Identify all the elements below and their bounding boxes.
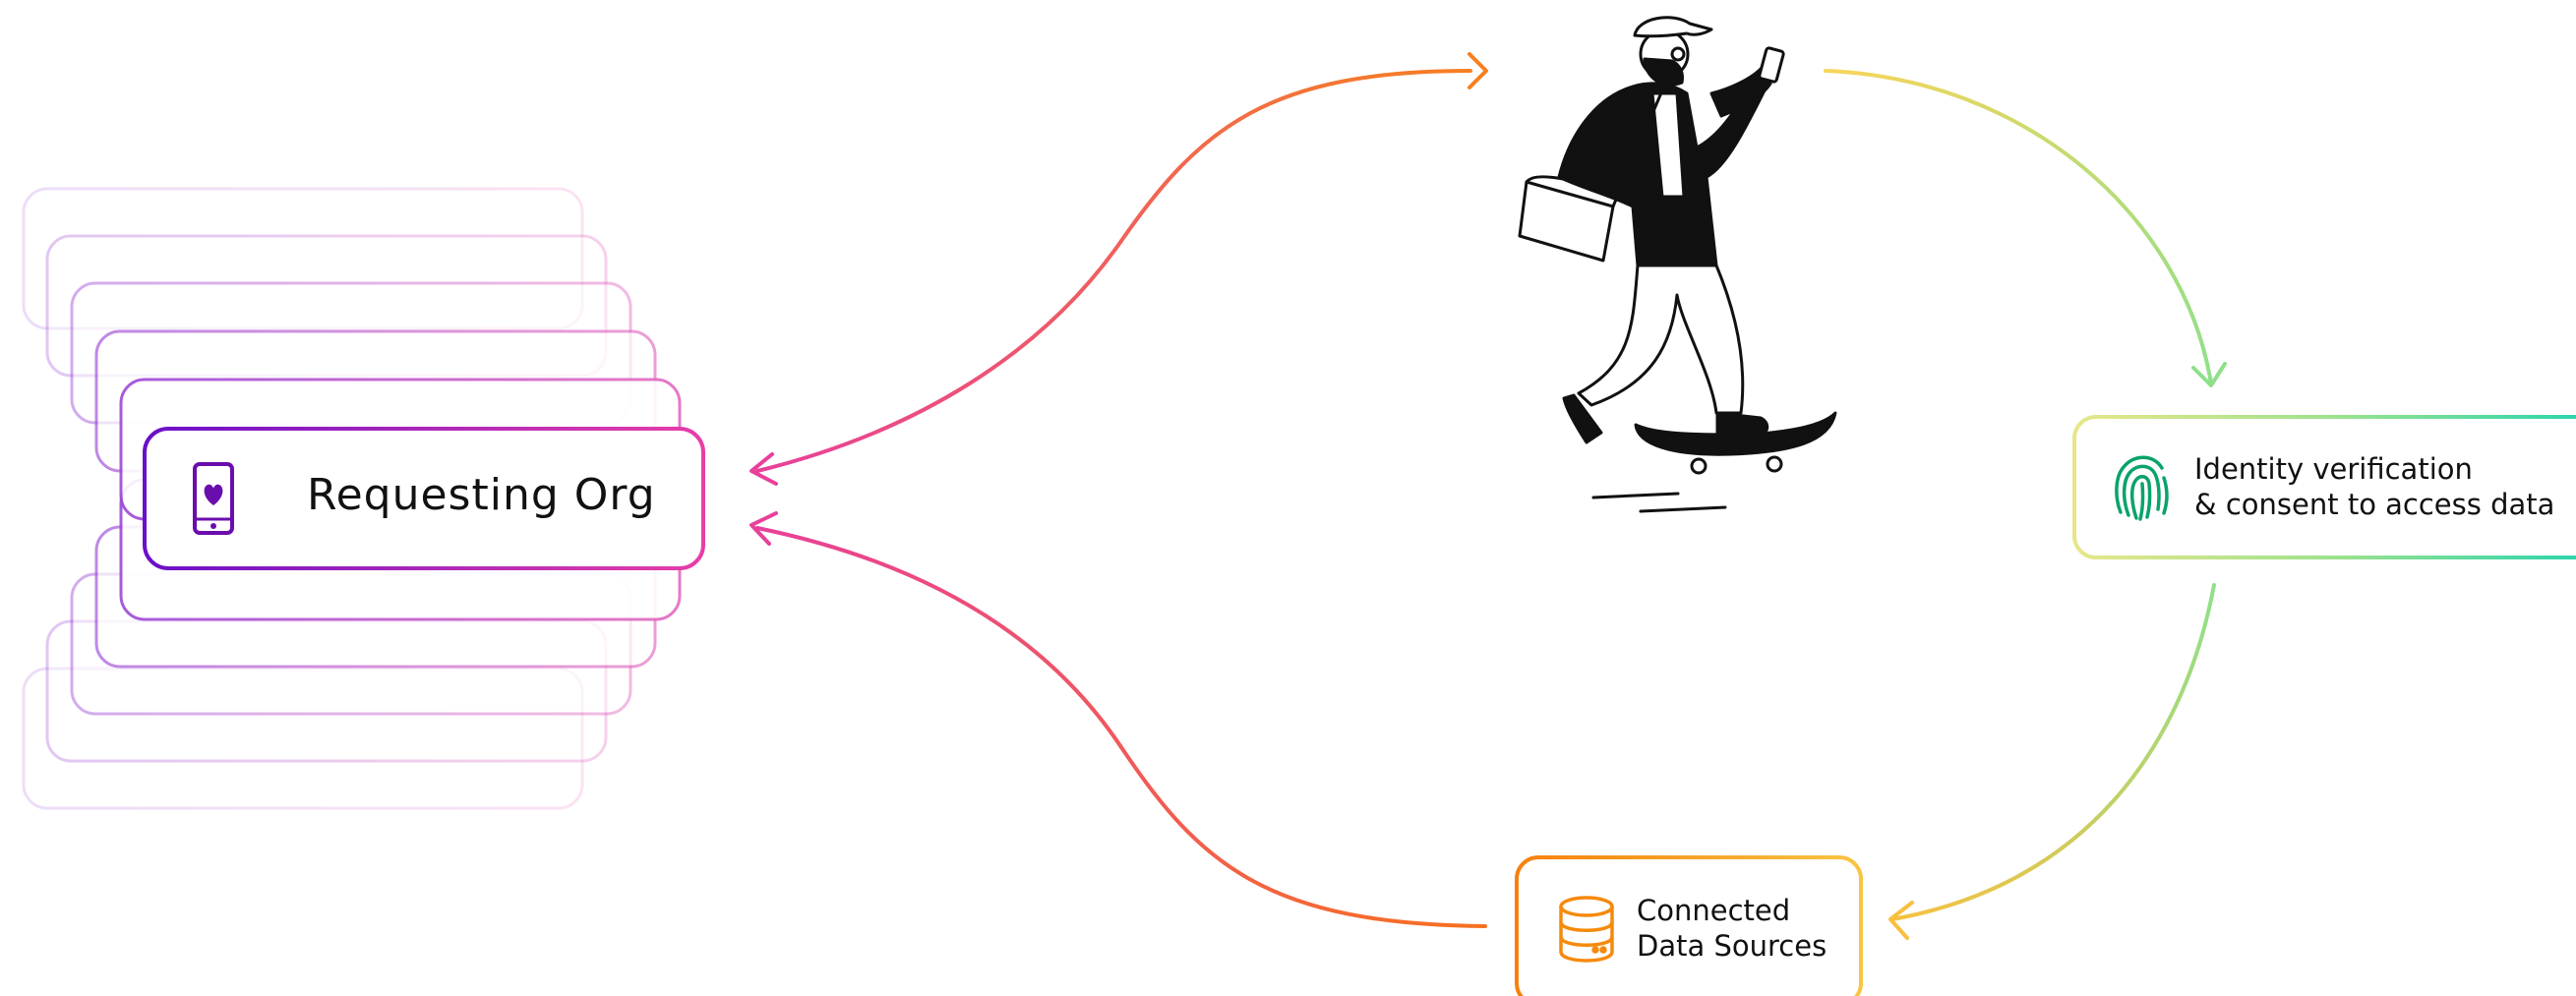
arrow-identity-to-datasources bbox=[1890, 585, 2214, 938]
data-sources-label-line1: Connected bbox=[1637, 894, 1790, 927]
arrow-user-to-identity bbox=[1826, 71, 2225, 385]
skateboarder-with-phone-illustration bbox=[1520, 18, 1835, 511]
data-sources-label-line2: Data Sources bbox=[1637, 929, 1827, 963]
requesting-org-label: Requesting Org bbox=[307, 470, 656, 520]
arrow-datasources-to-org bbox=[751, 513, 1485, 926]
arrow-user-to-org bbox=[751, 54, 1486, 484]
identity-card-label-line1: Identity verification bbox=[2194, 452, 2473, 486]
identity-card-label-line2: & consent to access data bbox=[2194, 488, 2554, 521]
